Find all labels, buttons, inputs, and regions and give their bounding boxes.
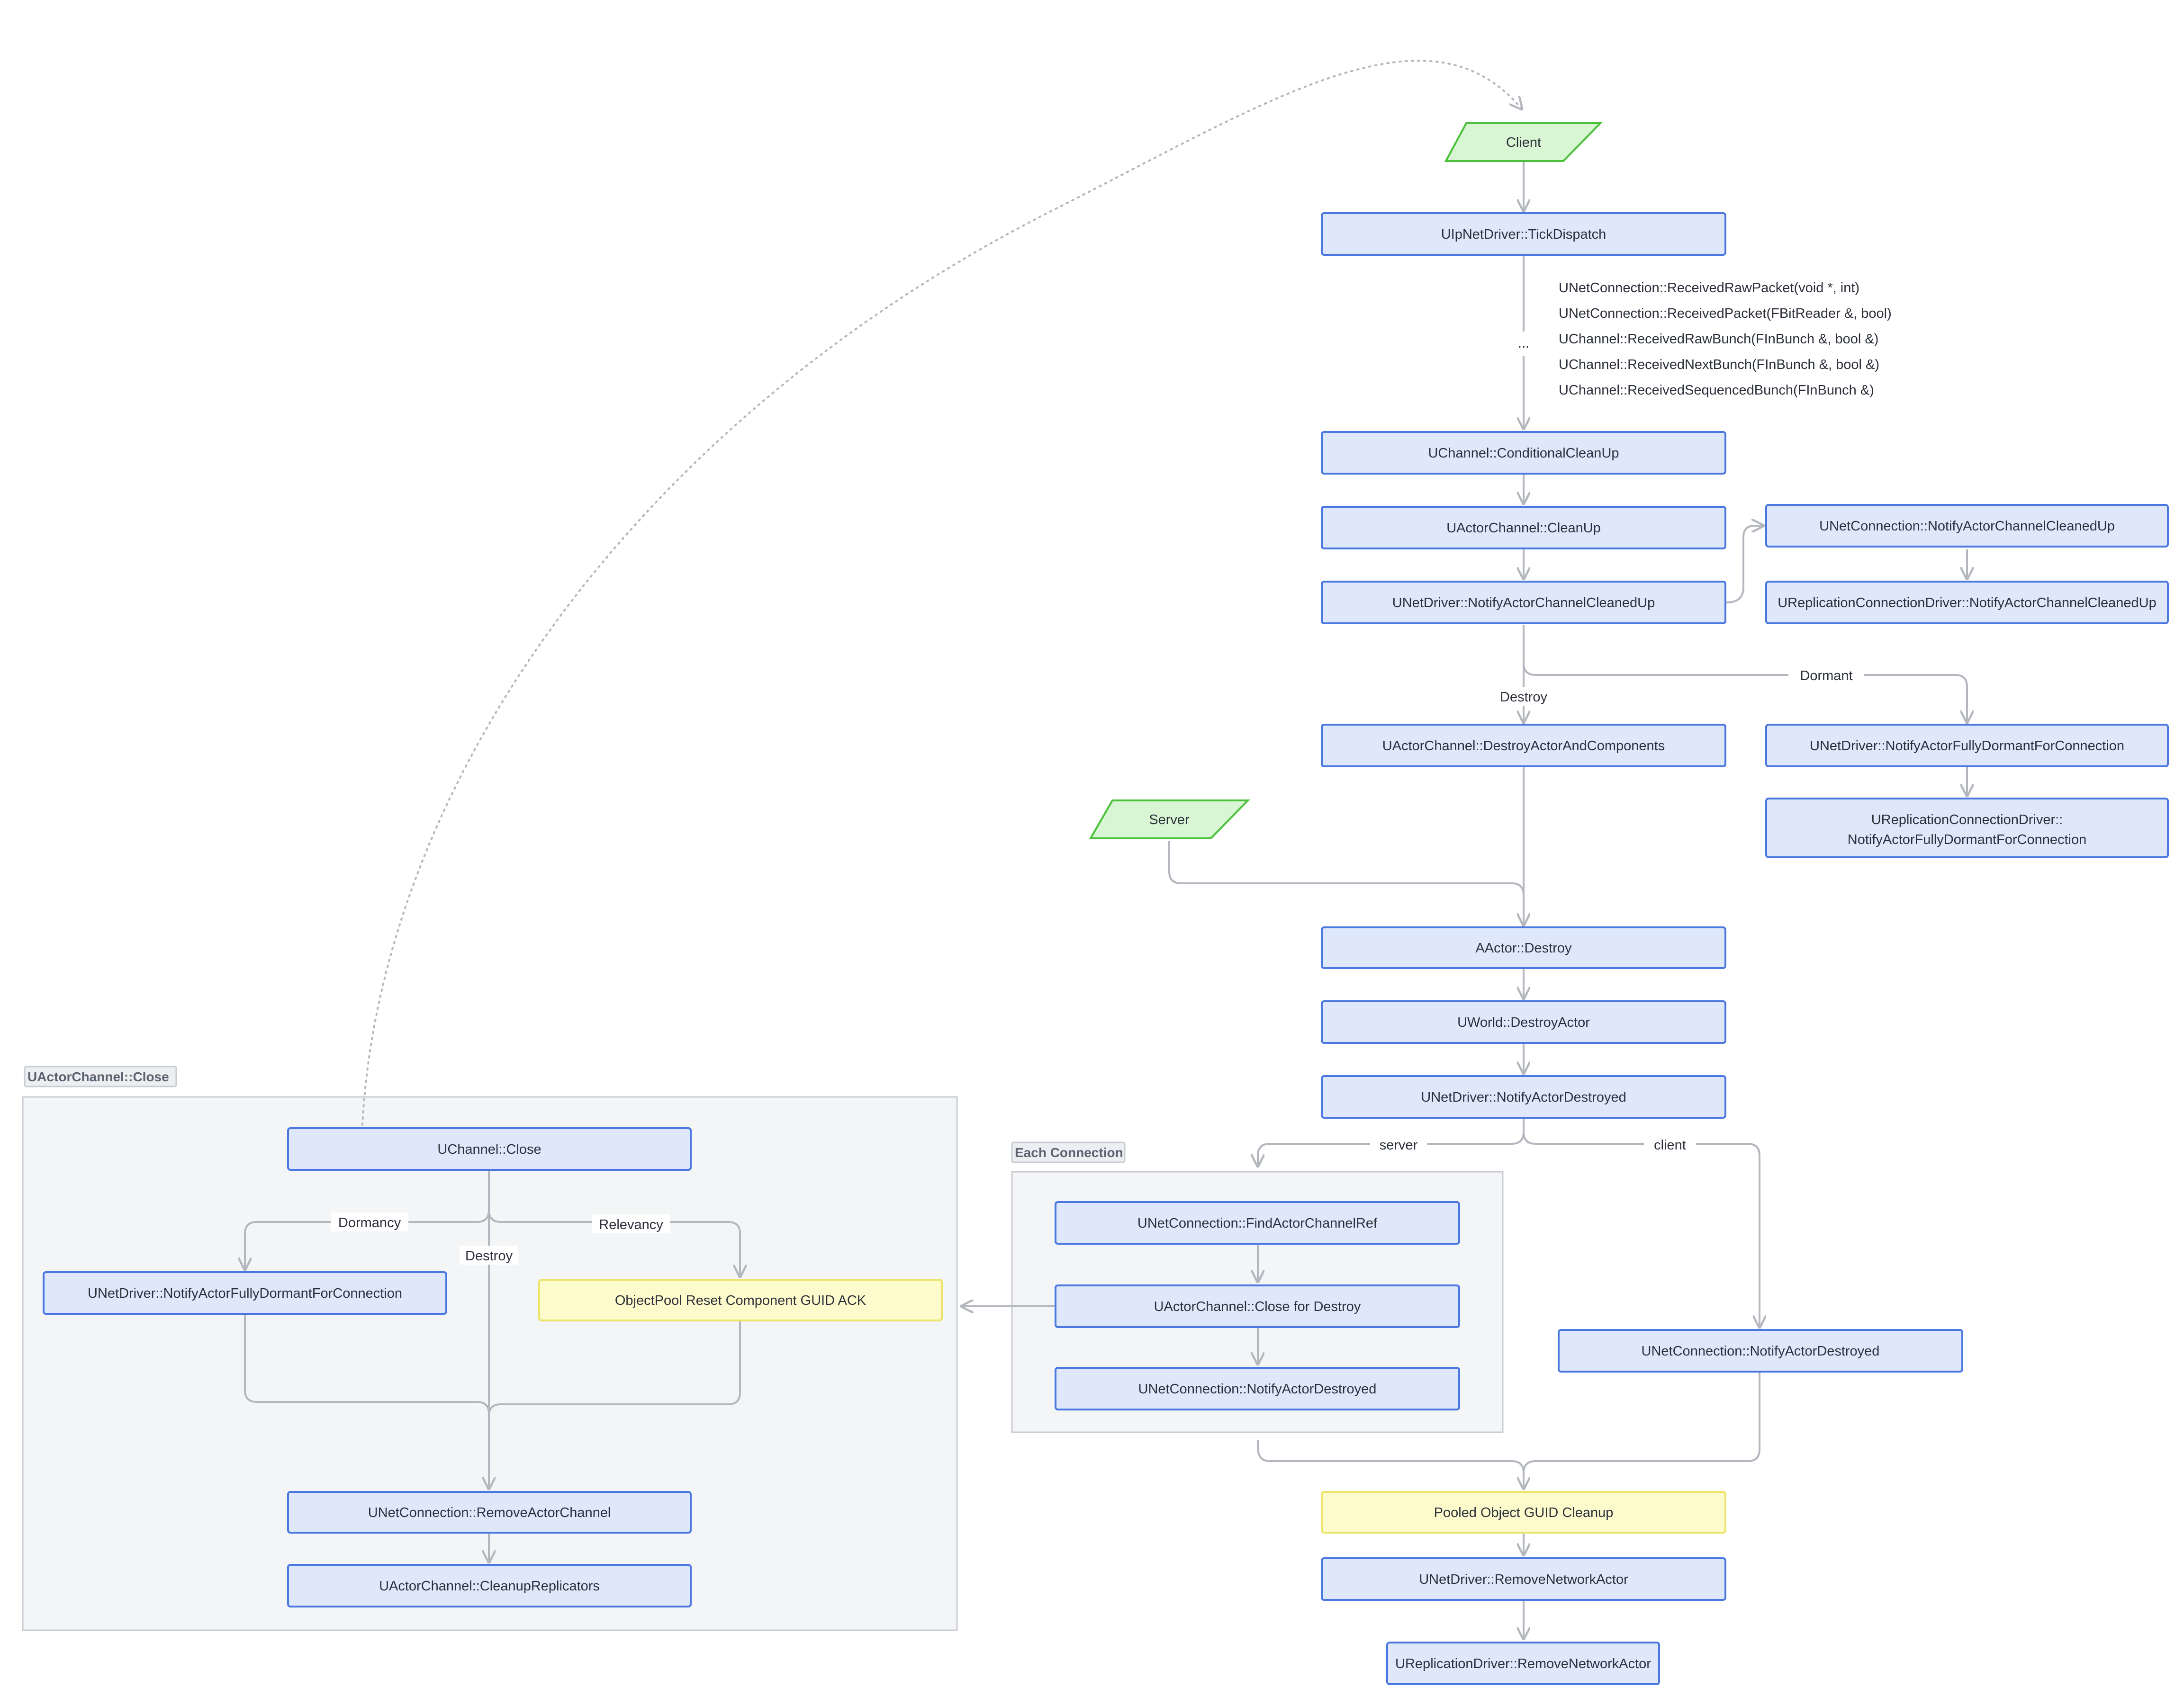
node-pooled-guid-cleanup-label: Pooled Object GUID Cleanup	[1434, 1505, 1614, 1520]
node-channel-close[interactable]: UChannel::Close	[287, 1127, 692, 1171]
node-cleanup-replicators-label: UActorChannel::CleanupReplicators	[379, 1579, 600, 1594]
node-notify-fully-dormant-left[interactable]: UNetDriver::NotifyActorFullyDormantForCo…	[43, 1271, 447, 1315]
edge-notify-destroyed-client	[1523, 1119, 1760, 1327]
node-world-destroy-actor-label: UWorld::DestroyActor	[1457, 1015, 1590, 1030]
call-chain-line: UChannel::ReceivedNextBunch(FInBunch &, …	[1559, 357, 1879, 372]
node-find-actor-channel-ref[interactable]: UNetConnection::FindActorChannelRef	[1055, 1201, 1460, 1245]
node-repl-fully-dormant-label-2: NotifyActorFullyDormantForConnection	[1848, 832, 2086, 847]
node-repl-notify-channel-cleaned[interactable]: UReplicationConnectionDriver::NotifyActo…	[1765, 581, 2169, 624]
edge-dormancy-merge	[244, 1314, 490, 1414]
node-remove-actor-channel-label: UNetConnection::RemoveActorChannel	[368, 1505, 611, 1520]
node-conn-notify-destroyed-group-label: UNetConnection::NotifyActorDestroyed	[1138, 1382, 1377, 1397]
edge-group-pooled	[1257, 1440, 1524, 1489]
node-actor-destroy-label: AActor::Destroy	[1475, 941, 1572, 956]
node-notify-actor-destroyed[interactable]: UNetDriver::NotifyActorDestroyed	[1321, 1075, 1726, 1119]
edge-client-notify-pooled	[1523, 1373, 1760, 1473]
ellipsis-label: ...	[1518, 336, 1529, 351]
node-tick-dispatch-label: UIpNetDriver::TickDispatch	[1441, 227, 1606, 242]
call-chain-line: UNetConnection::ReceivedPacket(FBitReade…	[1559, 306, 1892, 321]
node-notify-fully-dormant-right[interactable]: UNetDriver::NotifyActorFullyDormantForCo…	[1765, 724, 2169, 767]
edge-notify-dormant	[1523, 625, 1967, 722]
edge-close-to-client	[361, 60, 1522, 1126]
node-remove-network-actor-label: UNetDriver::RemoveNetworkActor	[1419, 1572, 1628, 1587]
node-conn-notify-destroyed-client-label: UNetConnection::NotifyActorDestroyed	[1642, 1344, 1880, 1359]
node-actor-destroy[interactable]: AActor::Destroy	[1321, 926, 1726, 969]
node-notify-actor-destroyed-label: UNetDriver::NotifyActorDestroyed	[1421, 1090, 1626, 1105]
call-chain-line: UNetConnection::ReceivedRawPacket(void *…	[1559, 280, 1859, 296]
edge-notify-conn-notify	[1726, 526, 1763, 603]
node-conditional-cleanup[interactable]: UChannel::ConditionalCleanUp	[1321, 431, 1726, 475]
group-title-actor-channel-close: UActorChannel::Close	[27, 1069, 169, 1084]
edge-label-dormancy: Dormancy	[338, 1215, 401, 1230]
edge-label-destroy-left: Destroy	[465, 1248, 513, 1264]
edge-label-dormant: Dormant	[1800, 668, 1852, 683]
edge-label-client: client	[1654, 1138, 1686, 1153]
node-objectpool-reset-label: ObjectPool Reset Component GUID ACK	[615, 1293, 866, 1308]
node-conn-notify-destroyed-client[interactable]: UNetConnection::NotifyActorDestroyed	[1558, 1329, 1963, 1373]
node-channel-close-label: UChannel::Close	[437, 1142, 541, 1157]
node-tick-dispatch[interactable]: UIpNetDriver::TickDispatch	[1321, 212, 1726, 256]
node-pooled-guid-cleanup[interactable]: Pooled Object GUID Cleanup	[1321, 1491, 1726, 1534]
node-notify-fully-dormant-left-label: UNetDriver::NotifyActorFullyDormantForCo…	[88, 1286, 402, 1301]
node-repl-notify-channel-cleaned-label: UReplicationConnectionDriver::NotifyActo…	[1778, 595, 2157, 611]
node-client-label: Client	[1506, 135, 1541, 150]
node-conn-notify-destroyed-group[interactable]: UNetConnection::NotifyActorDestroyed	[1055, 1367, 1460, 1410]
node-remove-actor-channel[interactable]: UNetConnection::RemoveActorChannel	[287, 1491, 692, 1534]
call-chain-line: UChannel::ReceivedRawBunch(FInBunch &, b…	[1559, 332, 1878, 347]
call-chain-line: UChannel::ReceivedSequencedBunch(FInBunc…	[1559, 383, 1874, 398]
edge-label-server: server	[1380, 1138, 1418, 1153]
node-world-destroy-actor[interactable]: UWorld::DestroyActor	[1321, 1000, 1726, 1044]
node-cleanup-replicators[interactable]: UActorChannel::CleanupReplicators	[287, 1564, 692, 1607]
node-notify-channel-cleaned-label: UNetDriver::NotifyActorChannelCleanedUp	[1392, 595, 1655, 611]
node-repl-fully-dormant[interactable]: UReplicationConnectionDriver:: NotifyAct…	[1765, 798, 2169, 858]
node-destroy-actor-components-label: UActorChannel::DestroyActorAndComponents	[1382, 738, 1665, 754]
edge-server-actor-destroy	[1168, 841, 1524, 925]
node-repl-fully-dormant-label-1: UReplicationConnectionDriver::	[1871, 812, 2063, 827]
node-server-label: Server	[1149, 812, 1190, 827]
node-repl-remove-network-actor[interactable]: UReplicationDriver::RemoveNetworkActor	[1386, 1642, 1660, 1685]
node-repl-remove-network-actor-label: UReplicationDriver::RemoveNetworkActor	[1395, 1656, 1651, 1671]
node-actor-channel-cleanup[interactable]: UActorChannel::CleanUp	[1321, 506, 1726, 549]
node-notify-fully-dormant-right-label: UNetDriver::NotifyActorFullyDormantForCo…	[1810, 738, 2124, 754]
edge-label-destroy-right: Destroy	[1500, 690, 1547, 705]
node-server[interactable]: Server	[1089, 799, 1250, 839]
node-close-for-destroy[interactable]: UActorChannel::Close for Destroy	[1055, 1284, 1460, 1328]
node-remove-network-actor[interactable]: UNetDriver::RemoveNetworkActor	[1321, 1557, 1726, 1601]
node-conditional-cleanup-label: UChannel::ConditionalCleanUp	[1428, 446, 1619, 461]
nodes: Client UIpNetDriver::TickDispatch UChann…	[43, 122, 2169, 1685]
edge-label-relevancy: Relevancy	[599, 1217, 663, 1232]
node-objectpool-reset[interactable]: ObjectPool Reset Component GUID ACK	[538, 1279, 943, 1321]
group-title-each-connection: Each Connection	[1015, 1145, 1123, 1160]
node-conn-notify-channel-cleaned[interactable]: UNetConnection::NotifyActorChannelCleane…	[1765, 504, 2169, 548]
call-chain: UNetConnection::ReceivedRawPacket(void *…	[1559, 280, 1892, 398]
edge-objectpool-merge	[488, 1321, 741, 1417]
node-conn-notify-channel-cleaned-label: UNetConnection::NotifyActorChannelCleane…	[1819, 519, 2115, 534]
edge-labels: Dormant Destroy server client Dormancy R…	[331, 332, 1864, 1265]
node-destroy-actor-components[interactable]: UActorChannel::DestroyActorAndComponents	[1321, 724, 1726, 767]
node-client[interactable]: Client	[1444, 122, 1603, 162]
node-notify-channel-cleaned[interactable]: UNetDriver::NotifyActorChannelCleanedUp	[1321, 581, 1726, 624]
node-actor-channel-cleanup-label: UActorChannel::CleanUp	[1446, 521, 1601, 536]
node-find-actor-channel-ref-label: UNetConnection::FindActorChannelRef	[1137, 1216, 1378, 1231]
node-close-for-destroy-label: UActorChannel::Close for Destroy	[1154, 1299, 1361, 1314]
